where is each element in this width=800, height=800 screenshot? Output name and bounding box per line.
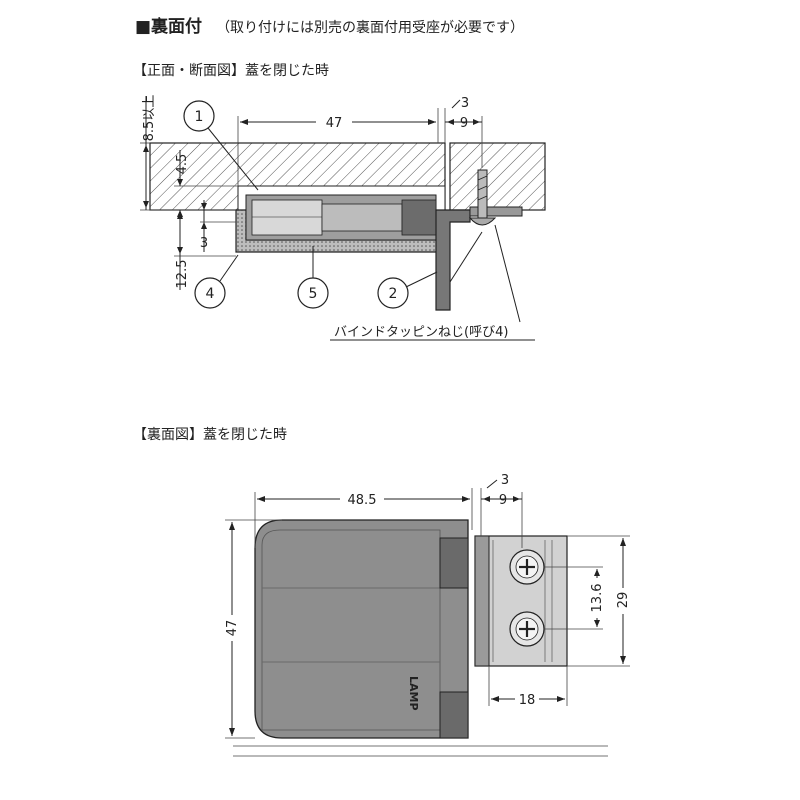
callout-part-1: 1 [183,100,259,191]
brand-mark: LAMP [407,676,420,711]
callout-part-5: 5 [297,246,329,309]
back-dim-height: 47 [225,620,240,637]
svg-text:2: 2 [389,286,398,302]
callout-part-2: 2 [377,271,438,309]
heading-note: （取り付けには別売の裏面付用受座が必要です） [216,20,525,36]
front-dim-offset: 9 [460,116,468,131]
callout-part-4: 4 [194,254,239,309]
front-dim-width: 47 [326,116,343,131]
front-dim-depth: 4.5 [175,154,190,175]
back-dim-plate-width: 18 [519,693,536,708]
front-dim-min-thickness: 8.5以上 [142,95,157,142]
front-section-label: 【正面・断面図】蓋を閉じた時 [133,63,329,79]
lid-plate [435,206,523,311]
svg-text:5: 5 [309,286,318,302]
back-dim-hole-pitch: 13.6 [590,584,605,613]
screw-label: バインドタッピンねじ(呼び4) [334,325,508,340]
catch-body-back: LAMP [254,519,469,739]
front-dim-lip: 3 [200,236,208,251]
screw-upper [509,549,545,585]
back-dim-gap: 3 [501,473,509,488]
catch-body [235,194,446,253]
tapping-screw [468,169,497,226]
back-dim-offset: 9 [499,493,507,508]
section-heading: ■裏面付 （取り付けには別売の裏面付用受座が必要です） [135,12,524,37]
screw-lower [509,611,545,647]
back-dim-plate-height: 29 [616,592,631,609]
back-dim-width: 48.5 [348,493,377,508]
svg-text:1: 1 [195,109,204,125]
front-dim-gap: 3 [461,96,469,111]
front-dim-height: 12.5 [175,260,190,289]
heading-title: ■裏面付 [135,17,203,37]
svg-text:4: 4 [206,286,215,302]
back-view-label: 【裏面図】蓋を閉じた時 [133,427,287,443]
